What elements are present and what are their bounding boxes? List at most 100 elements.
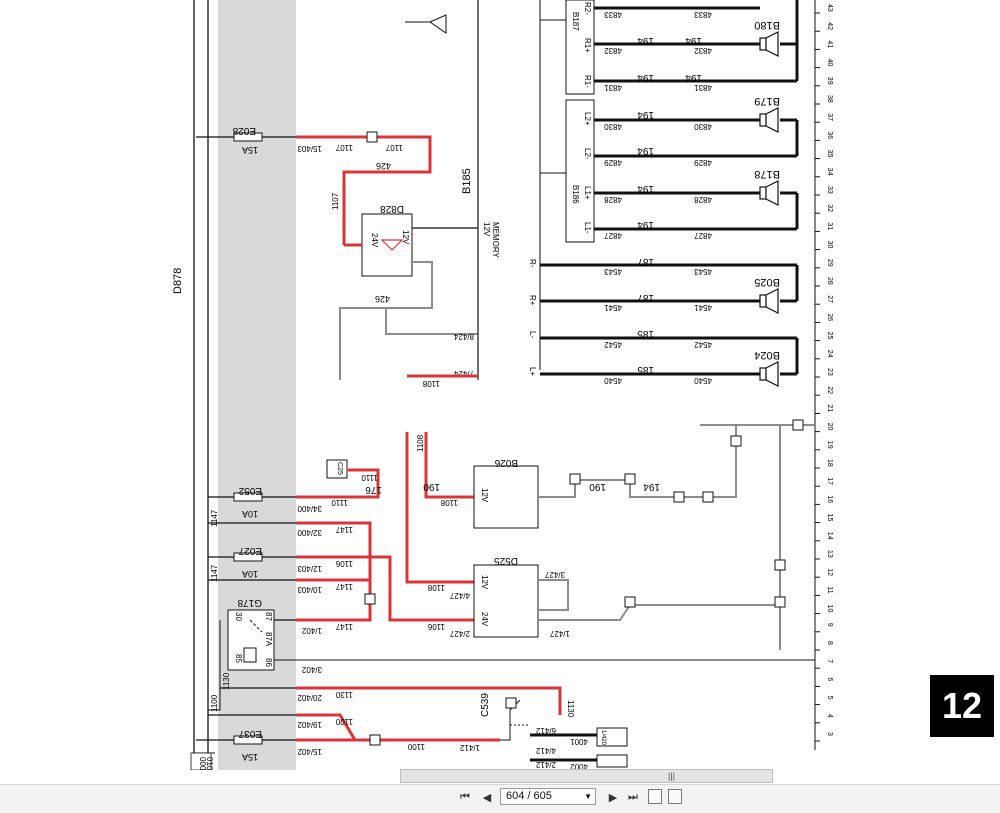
wire-d828-gray: [339, 261, 433, 380]
svg-text:194: 194: [637, 219, 654, 230]
ruler-number: 29: [826, 259, 833, 267]
page-layout-icon[interactable]: [668, 789, 682, 804]
ruler-number: 13: [826, 550, 833, 558]
svg-text:R+: R+: [528, 295, 537, 306]
svg-text:10/403: 10/403: [297, 585, 322, 594]
svg-text:1100: 1100: [210, 694, 219, 712]
ruler-number: 39: [826, 77, 833, 85]
svg-text:B025: B025: [754, 276, 780, 288]
svg-text:4829: 4829: [694, 158, 712, 167]
svg-text:L1+: L1+: [583, 186, 592, 200]
svg-text:4543: 4543: [604, 267, 622, 276]
ruler-number: 27: [826, 295, 833, 303]
first-page-button[interactable]: ⏮: [460, 790, 470, 803]
svg-text:4832: 4832: [694, 46, 712, 55]
wire-1110: [296, 468, 380, 499]
fuse-e037: E037 15A 15/402: [196, 728, 322, 762]
svg-text:4831: 4831: [694, 83, 712, 92]
svg-text:B187: B187: [571, 12, 580, 31]
svg-text:B180: B180: [754, 19, 780, 31]
ruler-number: 37: [826, 113, 833, 121]
fuse-e027: E027 10A 12/403: [208, 545, 322, 579]
svg-text:6/412: 6/412: [535, 726, 556, 735]
svg-text:15A: 15A: [242, 752, 258, 762]
svg-text:12V: 12V: [482, 222, 491, 237]
svg-text:12V: 12V: [480, 488, 489, 503]
last-page-button[interactable]: ⏭: [628, 790, 638, 803]
svg-text:15/403: 15/403: [297, 144, 322, 153]
svg-text:C25: C25: [336, 462, 343, 475]
wiring-diagram: 000 010 D878 E028 15A 15/403 1107 1107 4…: [172, 0, 833, 770]
svg-text:87: 87: [264, 612, 273, 621]
ruler-number: 19: [826, 441, 833, 449]
svg-text:194: 194: [637, 35, 654, 46]
bus-code-1: 000: [198, 757, 207, 770]
svg-text:4542: 4542: [694, 340, 712, 349]
svg-text:24V: 24V: [370, 233, 379, 248]
ruler-number: 35: [826, 150, 833, 158]
svg-text:1147: 1147: [335, 582, 353, 591]
next-page-button[interactable]: ▶: [608, 790, 618, 804]
previous-page-button[interactable]: ◀: [482, 790, 492, 804]
svg-text:D525: D525: [494, 555, 518, 566]
ruler-number: 28: [826, 277, 833, 285]
svg-text:4540: 4540: [694, 376, 712, 385]
svg-text:1130: 1130: [222, 672, 231, 690]
svg-text:1/427: 1/427: [549, 629, 570, 638]
ruler-number: 5: [826, 696, 833, 700]
horizontal-scrollbar[interactable]: [400, 769, 773, 783]
svg-text:194: 194: [637, 145, 654, 156]
middle-red-wires: [296, 432, 562, 742]
thumbnail-view-icon[interactable]: [648, 789, 662, 804]
svg-text:1108: 1108: [416, 434, 425, 452]
svg-text:32/400: 32/400: [297, 528, 322, 537]
svg-text:R1-: R1-: [583, 75, 592, 88]
svg-text:B186: B186: [571, 185, 580, 204]
ruler-numbers: 4342414039383736353433323130292827262524…: [815, 4, 833, 742]
svg-text:B185: B185: [461, 168, 473, 194]
scroll-grip-icon[interactable]: |||: [668, 771, 676, 781]
ruler-number: 20: [826, 423, 833, 431]
ruler-number: 22: [826, 386, 833, 394]
ruler-number: 9: [826, 623, 833, 627]
svg-text:L1-: L1-: [583, 222, 592, 234]
component-d828: D828 24V 12V: [361, 203, 413, 277]
svg-text:2/412: 2/412: [535, 760, 556, 769]
svg-text:L2+: L2+: [583, 112, 592, 126]
svg-text:15A: 15A: [242, 145, 258, 155]
svg-text:1147: 1147: [335, 622, 353, 631]
svg-text:R-: R-: [528, 259, 537, 268]
ruler-number: 32: [826, 204, 833, 212]
svg-text:190: 190: [589, 481, 606, 492]
svg-text:187: 187: [637, 292, 654, 303]
svg-text:15/402: 15/402: [297, 747, 322, 756]
ruler-number: 30: [826, 241, 833, 249]
ruler-number: 6: [826, 677, 833, 681]
svg-text:87A: 87A: [264, 632, 273, 647]
bus-code-box: [190, 752, 212, 770]
svg-text:1108: 1108: [440, 498, 458, 507]
speaker-splice-labels: 194 194 194 194 194 194 187 187 185 185 …: [637, 35, 702, 375]
inline-connectors: [569, 419, 804, 608]
ruler-number: 3: [826, 732, 833, 736]
speaker-icons: [759, 31, 779, 387]
switch-c539: C539 1/412 6/412 4/412 2/412: [459, 693, 556, 769]
svg-text:3/427: 3/427: [544, 570, 565, 579]
svg-text:4/427: 4/427: [449, 591, 470, 600]
chevron-down-icon[interactable]: ▼: [584, 792, 592, 801]
svg-text:185: 185: [637, 364, 654, 375]
svg-text:19/402: 19/402: [297, 720, 322, 729]
page-number-field[interactable]: 604 / 605 ▼: [500, 788, 596, 805]
svg-text:1108: 1108: [427, 583, 445, 592]
svg-text:D828: D828: [380, 203, 404, 214]
svg-text:4543: 4543: [694, 267, 712, 276]
svg-text:1/420: 1/420: [600, 730, 606, 746]
ruler-number: 16: [826, 495, 833, 503]
svg-text:4001: 4001: [570, 737, 588, 746]
speaker-wire-labels: 4833 4832 4831 4830 4829 4828 4827 4543 …: [604, 10, 712, 385]
svg-text:187: 187: [637, 256, 654, 267]
svg-text:194: 194: [637, 72, 654, 83]
svg-text:4828: 4828: [694, 195, 712, 204]
svg-text:R1+: R1+: [583, 38, 592, 53]
svg-text:R2-: R2-: [583, 2, 592, 15]
